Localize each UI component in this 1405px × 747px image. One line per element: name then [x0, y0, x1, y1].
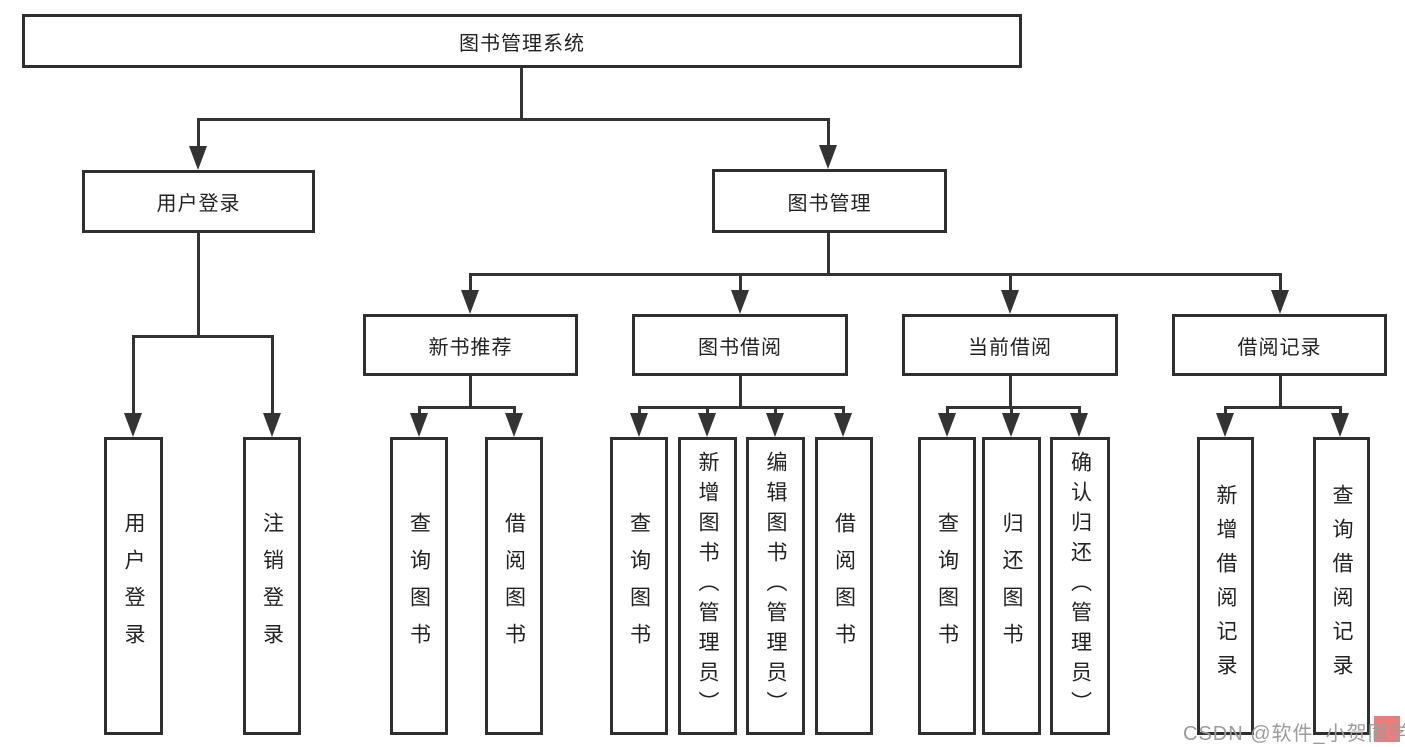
connector-line — [132, 335, 135, 417]
connector-line — [197, 118, 200, 152]
arrow-down-icon — [263, 413, 281, 437]
node-book-borrow: 图书借阅 — [632, 314, 848, 376]
leaf-add-borrow-record: 新增借阅记录 — [1197, 437, 1254, 735]
node-user-login-label: 用户登录 — [156, 193, 241, 215]
connector-line — [469, 376, 472, 406]
connector-line — [946, 406, 949, 418]
node-current-borrow: 当前借阅 — [902, 314, 1118, 376]
leaf-logout: 注销登录 — [243, 437, 301, 735]
connector-line — [1010, 406, 1013, 418]
leaf-borrow-books-2: 借阅图书 — [815, 437, 873, 735]
arrow-down-icon — [1216, 413, 1234, 437]
connector-line — [827, 233, 830, 275]
leaf-return-books: 归还图书 — [982, 437, 1041, 735]
connector-line — [1339, 406, 1342, 418]
leaf-edit-books-admin-label: 编辑图书（管理员） — [764, 451, 787, 721]
leaf-borrow-books-1-label: 借阅图书 — [502, 512, 526, 660]
leaf-edit-books-admin: 编辑图书（管理员） — [746, 437, 805, 735]
node-borrow-records: 借阅记录 — [1172, 314, 1387, 376]
leaf-query-books-1: 查询图书 — [390, 437, 448, 735]
connector-line — [132, 335, 274, 338]
connector-line — [638, 406, 845, 409]
connector-line — [706, 406, 709, 418]
node-borrow-records-label: 借阅记录 — [1237, 336, 1322, 359]
leaf-logout-label: 注销登录 — [260, 512, 284, 660]
leaf-query-borrow-record-label: 查询借阅记录 — [1330, 484, 1353, 688]
leaf-user-login-label: 用户登录 — [122, 512, 145, 660]
arrow-down-icon — [630, 413, 648, 437]
arrow-down-icon — [1331, 413, 1349, 437]
arrow-down-icon — [819, 145, 837, 169]
arrow-down-icon — [189, 146, 207, 170]
node-book-borrow-label: 图书借阅 — [698, 336, 782, 359]
connector-line — [827, 118, 830, 151]
arrow-down-icon — [1070, 413, 1088, 437]
leaf-query-books-1-label: 查询图书 — [407, 512, 431, 660]
arrow-down-icon — [766, 413, 784, 437]
leaf-query-books-2: 查询图书 — [610, 437, 668, 735]
connector-line — [469, 273, 472, 293]
connector-line — [197, 233, 200, 335]
arrow-down-icon — [461, 290, 479, 314]
arrow-down-icon — [1001, 290, 1019, 314]
connector-line — [513, 406, 516, 418]
connector-line — [271, 335, 274, 417]
connector-line — [469, 273, 1282, 276]
node-new-book-recommend-label: 新书推荐 — [428, 336, 513, 359]
connector-line — [1078, 406, 1081, 418]
node-root-label: 图书管理系统 — [459, 32, 585, 55]
connector-line — [1224, 406, 1227, 418]
connector-line — [1279, 273, 1282, 293]
watermark-accent-square — [1374, 716, 1400, 742]
node-new-book-recommend: 新书推荐 — [363, 314, 578, 376]
connector-line — [739, 376, 742, 406]
leaf-confirm-return-admin-label: 确认归还（管理员） — [1068, 451, 1092, 721]
arrow-down-icon — [410, 413, 428, 437]
arrow-down-icon — [1271, 290, 1289, 314]
connector-line — [1279, 376, 1282, 406]
connector-line — [638, 406, 641, 418]
leaf-return-books-label: 归还图书 — [1000, 512, 1023, 660]
leaf-user-login: 用户登录 — [104, 437, 163, 735]
arrow-down-icon — [505, 413, 523, 437]
leaf-query-books-2-label: 查询图书 — [627, 512, 651, 660]
connector-line — [418, 406, 516, 409]
leaf-confirm-return-admin: 确认归还（管理员） — [1050, 437, 1110, 735]
connector-line — [418, 406, 421, 418]
node-book-management-label: 图书管理 — [787, 192, 872, 215]
connector-line — [842, 406, 845, 418]
node-current-borrow-label: 当前借阅 — [968, 336, 1052, 359]
arrow-down-icon — [731, 290, 749, 314]
leaf-borrow-books-1: 借阅图书 — [485, 437, 543, 735]
node-book-management: 图书管理 — [712, 169, 947, 233]
connector-line — [739, 273, 742, 293]
connector-line — [197, 118, 830, 121]
node-root: 图书管理系统 — [22, 14, 1022, 68]
node-user-login: 用户登录 — [82, 170, 315, 233]
leaf-add-books-admin-label: 新增图书（管理员） — [696, 451, 719, 721]
leaf-add-borrow-record-label: 新增借阅记录 — [1214, 484, 1237, 688]
leaf-query-books-3: 查询图书 — [918, 437, 976, 735]
connector-line — [1009, 273, 1012, 293]
leaf-borrow-books-2-label: 借阅图书 — [832, 512, 856, 660]
arrow-down-icon — [124, 413, 142, 437]
arrow-down-icon — [1002, 413, 1020, 437]
connector-line — [520, 68, 523, 118]
leaf-query-borrow-record: 查询借阅记录 — [1313, 437, 1370, 735]
arrow-down-icon — [834, 413, 852, 437]
connector-line — [1009, 376, 1012, 406]
arrow-down-icon — [698, 413, 716, 437]
connector-line — [774, 406, 777, 418]
connector-line — [1224, 406, 1342, 409]
connector-line — [946, 406, 1081, 409]
watermark: CSDN @软件_小贺同学 — [1183, 723, 1405, 745]
leaf-query-books-3-label: 查询图书 — [935, 512, 959, 660]
leaf-add-books-admin: 新增图书（管理员） — [678, 437, 737, 735]
arrow-down-icon — [938, 413, 956, 437]
